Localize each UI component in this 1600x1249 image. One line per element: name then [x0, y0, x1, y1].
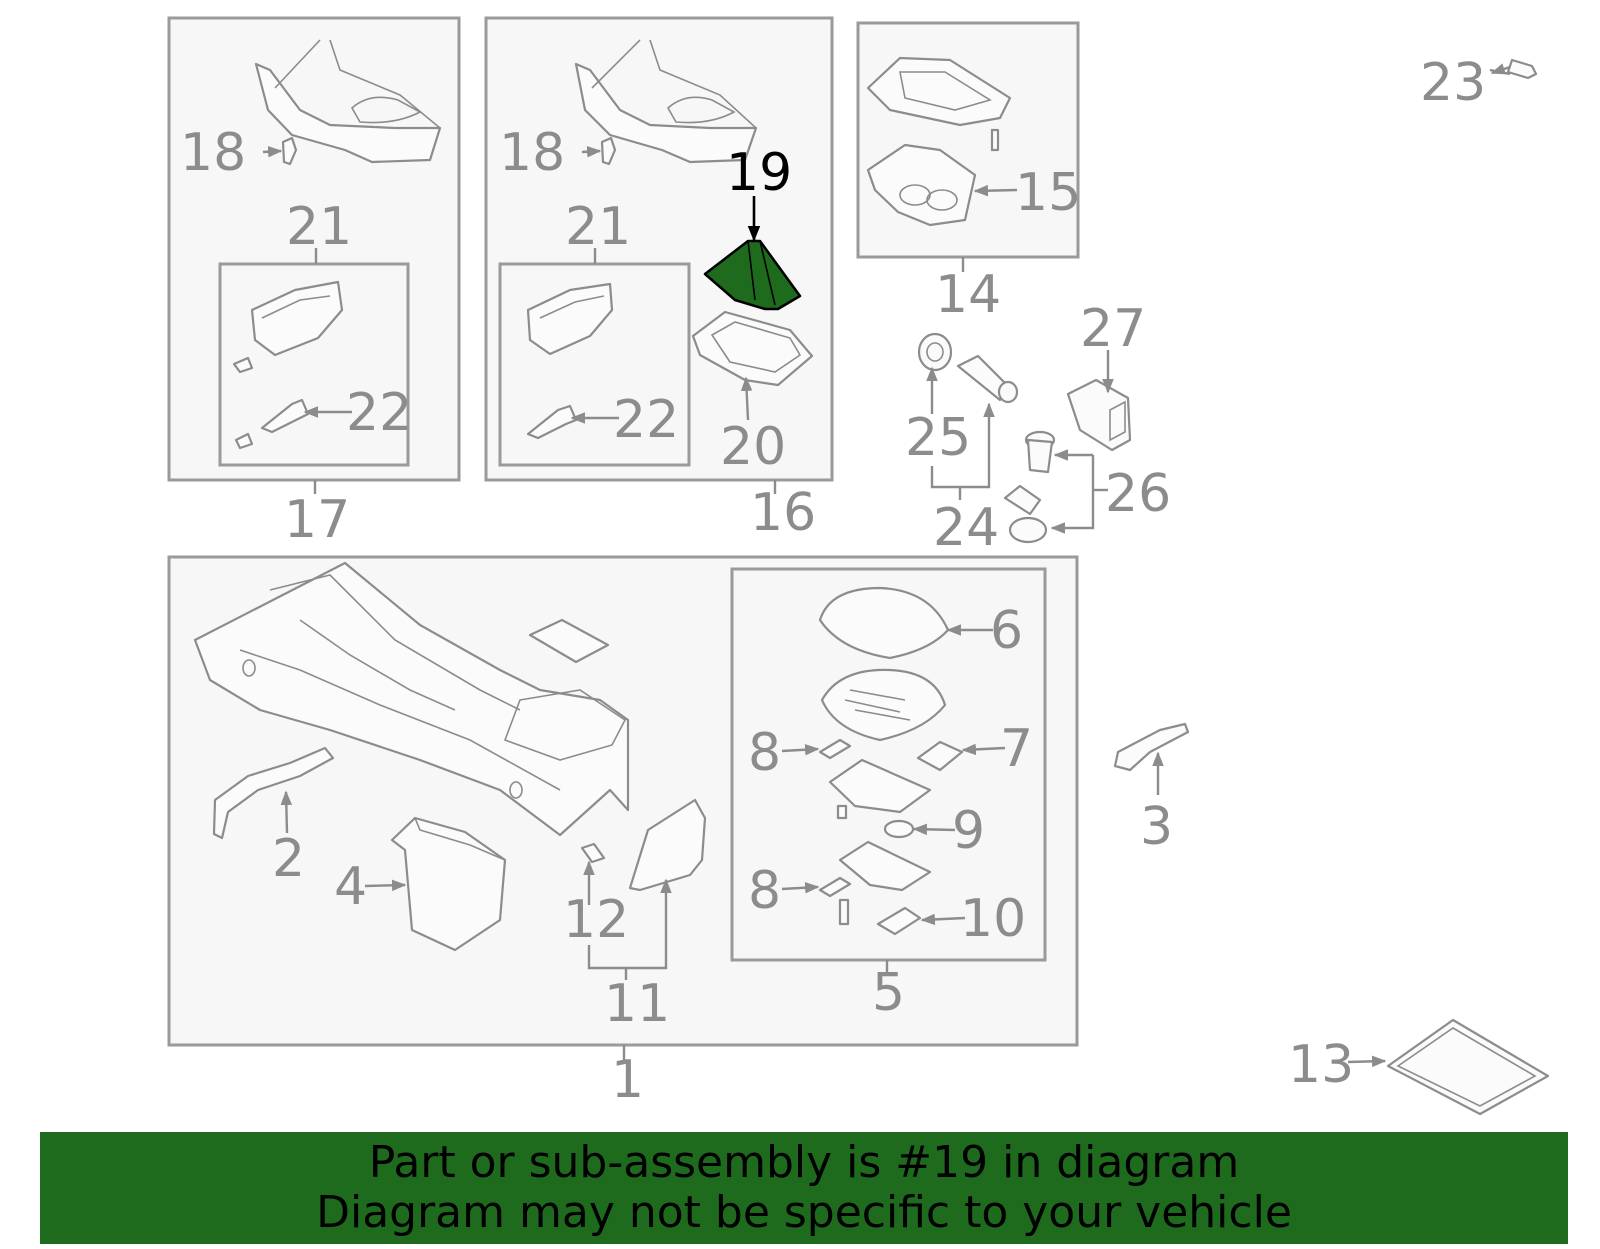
callout-8: 8	[748, 861, 781, 921]
hinge-plate	[828, 758, 932, 820]
console-trim-16	[574, 39, 758, 164]
clip-18b	[600, 136, 617, 166]
storage-bin-4	[390, 816, 507, 952]
screw-5	[838, 898, 850, 926]
pad-13a	[528, 618, 610, 664]
cup-holder-15	[866, 143, 977, 227]
bracket-2	[212, 746, 335, 840]
callout-17: 17	[284, 490, 350, 550]
socket-26b	[1003, 484, 1048, 544]
lighter-24	[956, 354, 1019, 404]
cup-holder-trim-14	[866, 56, 1012, 152]
callout-22: 22	[613, 390, 679, 450]
callout-18: 18	[499, 123, 565, 183]
socket-26a	[1024, 430, 1056, 474]
notice-banner: Part or sub-assembly is #19 in diagram D…	[40, 1132, 1568, 1244]
side-cover-11	[628, 798, 707, 892]
latch-10	[876, 906, 922, 936]
bumper-9	[883, 819, 915, 839]
clip-18a	[281, 136, 298, 166]
callout-20: 20	[720, 417, 786, 477]
callout-18: 18	[180, 123, 246, 183]
callout-19: 19	[726, 143, 792, 203]
callout-3: 3	[1140, 797, 1173, 857]
callout-21: 21	[565, 197, 631, 257]
clip-8a	[818, 738, 852, 760]
banner-line-1: Part or sub-assembly is #19 in diagram	[368, 1137, 1240, 1188]
lock-plate	[838, 840, 932, 892]
clip-12	[580, 842, 606, 864]
callout-24: 24	[933, 498, 999, 558]
callout-27: 27	[1080, 299, 1146, 359]
callout-9: 9	[952, 801, 985, 861]
banner-line-2: Diagram may not be specific to your vehi…	[316, 1187, 1292, 1238]
bezel-20	[691, 310, 814, 387]
pad-13	[1386, 1018, 1550, 1116]
console-trim-17	[254, 39, 442, 164]
usb-module-27	[1066, 378, 1132, 452]
bracket-21a	[250, 280, 344, 357]
clip-23	[1506, 58, 1538, 80]
callout-2: 2	[272, 829, 305, 889]
callout-7: 7	[1000, 719, 1033, 779]
callout-21: 21	[286, 197, 352, 257]
callout-10: 10	[960, 889, 1026, 949]
socket-25	[917, 332, 953, 372]
callout-4: 4	[334, 857, 367, 917]
callout-1: 1	[611, 1050, 644, 1110]
screw-21a	[232, 356, 254, 374]
callout-15: 15	[1015, 163, 1081, 223]
callout-12: 12	[563, 890, 629, 950]
callout-16: 16	[750, 483, 816, 543]
callout-13: 13	[1288, 1035, 1354, 1095]
callout-14: 14	[935, 265, 1001, 325]
callout-8: 8	[748, 723, 781, 783]
bracket-3	[1113, 722, 1190, 772]
callout-23: 23	[1420, 53, 1486, 113]
callout-22: 22	[346, 383, 412, 443]
callout-25: 25	[905, 408, 971, 468]
callout-11: 11	[604, 974, 670, 1034]
clip-8b	[818, 876, 852, 898]
callout-5: 5	[872, 963, 905, 1023]
console-body-1	[193, 561, 630, 837]
bracket-21b	[526, 282, 614, 356]
callout-6: 6	[990, 601, 1023, 661]
callout-26: 26	[1105, 464, 1171, 524]
leader-lines	[262, 63, 1511, 1068]
armrest-base	[820, 668, 947, 742]
